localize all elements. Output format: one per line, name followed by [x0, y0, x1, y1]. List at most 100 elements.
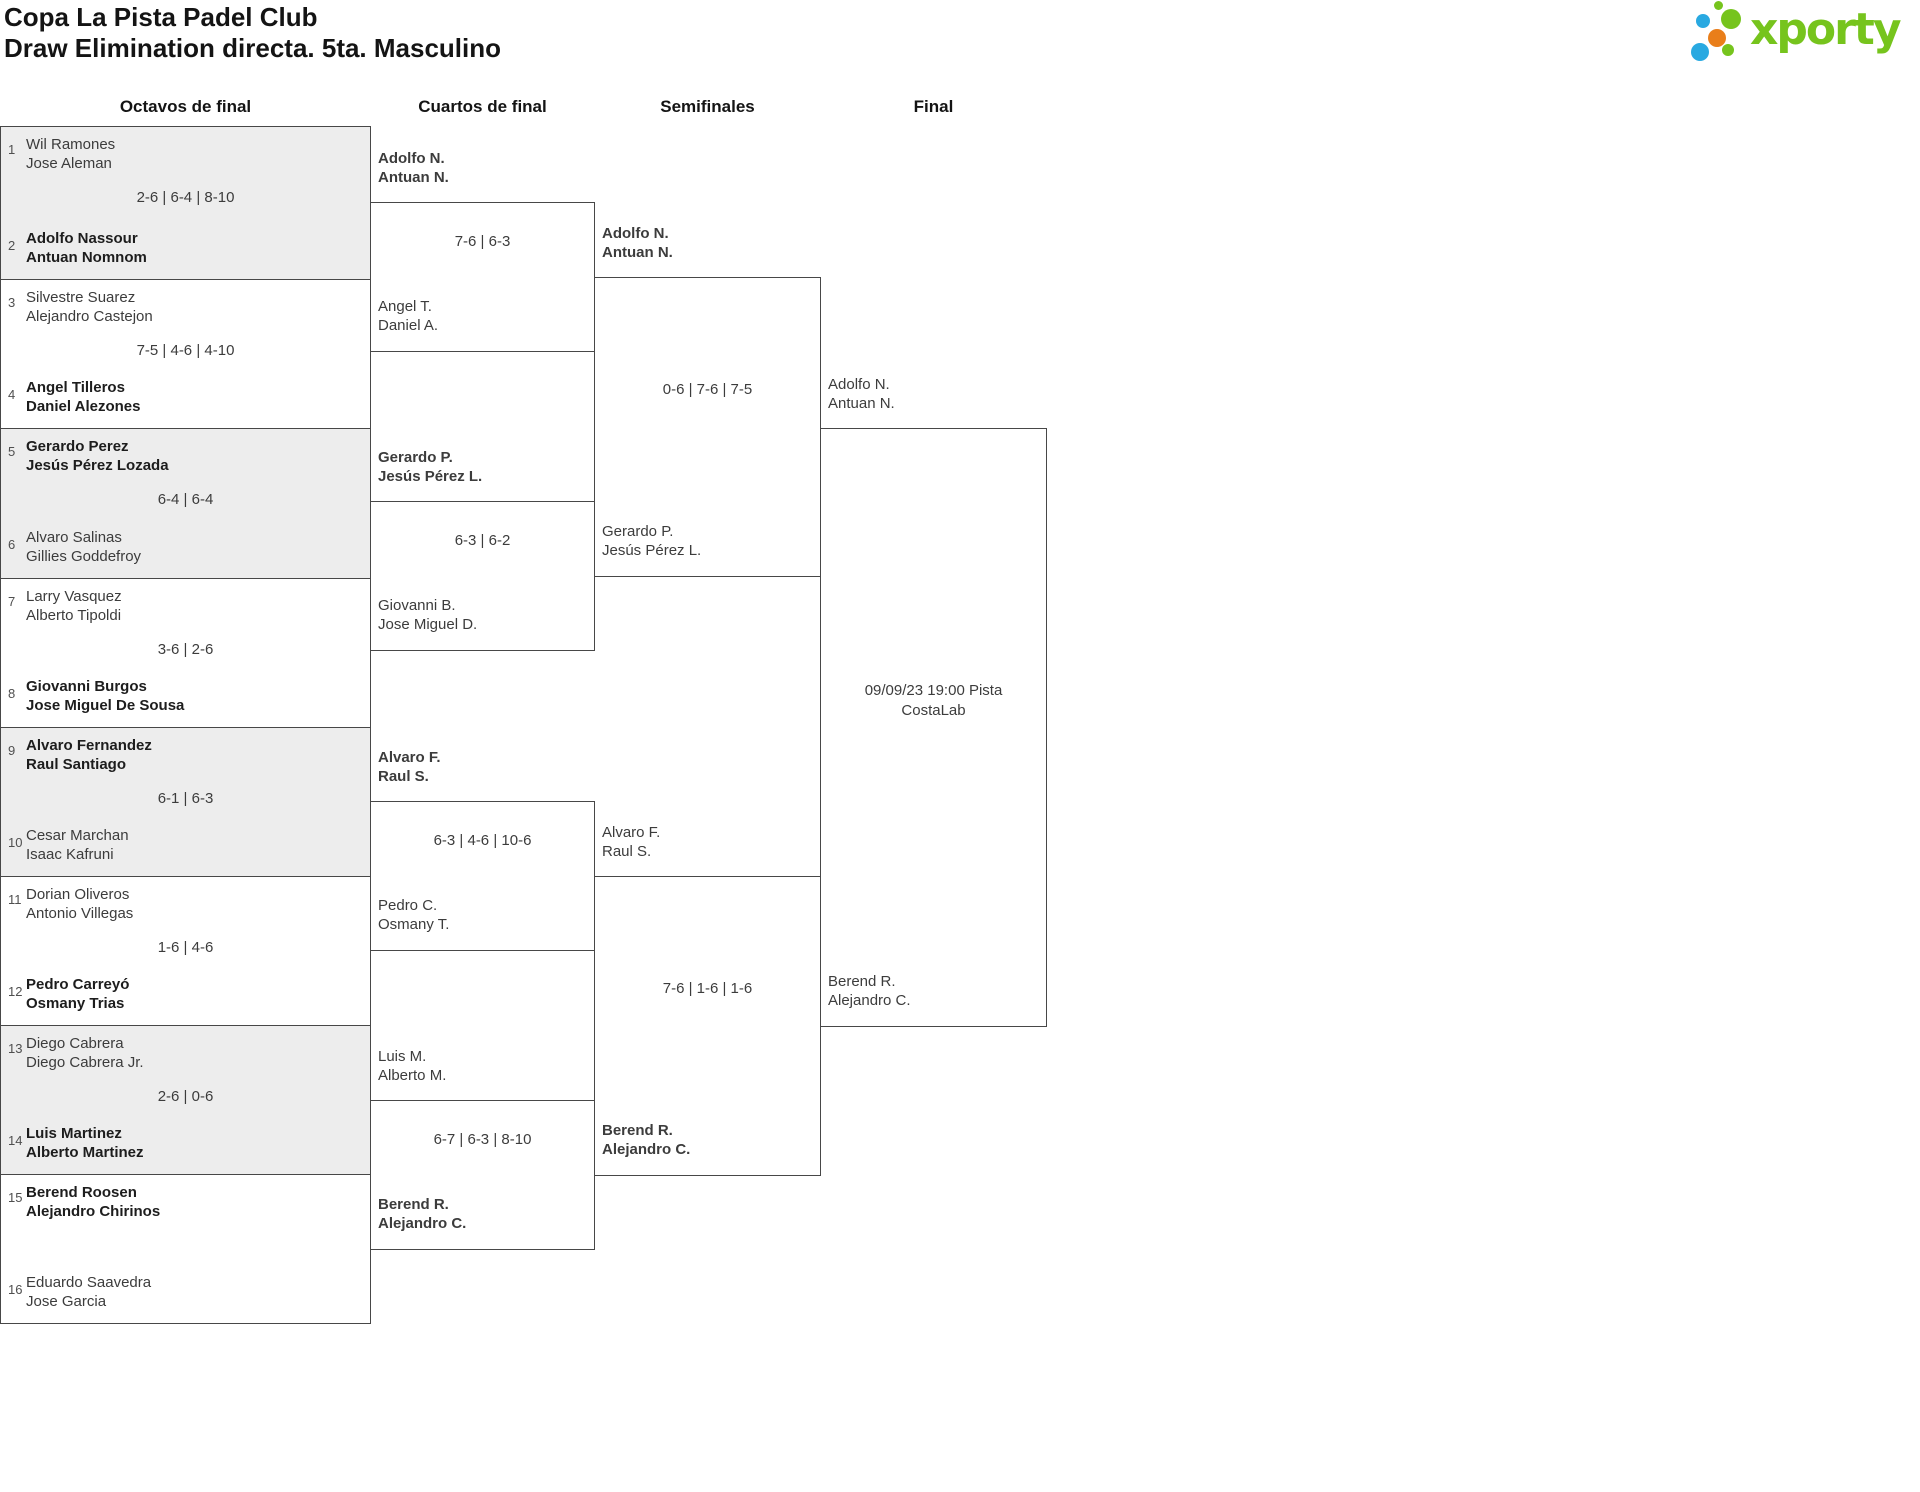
player-name: Gerardo Perez	[26, 438, 129, 455]
team-pair: Pedro Carreyó Osmany Trias	[26, 975, 129, 1013]
player-name: Antonio Villegas	[26, 905, 134, 922]
octavos-match-3: 5 Gerardo Perez Jesús Pérez Lozada 6-4 |…	[0, 428, 371, 579]
seed-number: 5	[8, 444, 16, 459]
match-score: 0-6 | 7-6 | 7-5	[662, 381, 753, 398]
player-name: Luis Martinez	[26, 1125, 122, 1142]
match-score: 7-5 | 4-6 | 4-10	[136, 342, 235, 359]
match-score: 6-3 | 4-6 | 10-6	[433, 832, 532, 849]
player-name: Alejandro C.	[828, 992, 911, 1009]
player-name: Raul Santiago	[26, 756, 127, 773]
logo-dot-orange	[1708, 29, 1726, 47]
semifinal-match-2: Alvaro F. Raul S. 7-6 | 1-6 | 1-6 Berend…	[594, 824, 821, 1176]
player-name: Berend Roosen	[26, 1184, 137, 1201]
player-name: Alvaro F.	[602, 824, 661, 841]
player-name: Gerardo P.	[602, 523, 674, 540]
cuartos-match-4: Luis M. Alberto M. 6-7 | 6-3 | 8-10 Bere…	[370, 1048, 595, 1250]
octavos-match-7: 13 Diego Cabrera Diego Cabrera Jr. 2-6 |…	[0, 1025, 371, 1175]
logo-dot-green-small-top	[1714, 1, 1723, 10]
team-pair: Adolfo N. Antuan N.	[828, 375, 895, 413]
player-name: Alberto M.	[378, 1067, 447, 1084]
player-name: Giovanni Burgos	[26, 678, 147, 695]
player-name: Jesús Pérez L.	[602, 542, 702, 559]
team-pair: Berend R. Alejandro C.	[378, 1195, 466, 1233]
player-name: Gillies Goddefroy	[26, 548, 142, 565]
team-pair: Larry Vasquez Alberto Tipoldi	[26, 587, 122, 625]
player-name: Raul S.	[602, 843, 652, 860]
team-pair: Alvaro Fernandez Raul Santiago	[26, 736, 152, 774]
round-header-semifinales: Semifinales	[660, 97, 755, 116]
player-name: Alberto Tipoldi	[26, 607, 122, 624]
player-name: Alvaro Fernandez	[26, 737, 152, 754]
round-header-final: Final	[913, 97, 954, 116]
team-pair: Berend R. Alejandro C.	[602, 1121, 690, 1159]
player-name: Cesar Marchan	[26, 827, 129, 844]
player-name: Raul S.	[378, 768, 429, 785]
player-name: Adolfo N.	[378, 150, 445, 167]
player-name: Luis M.	[378, 1048, 427, 1065]
seed-number: 6	[8, 537, 16, 552]
logo-dot-blue-large	[1691, 43, 1709, 61]
player-name: Antuan Nomnom	[26, 249, 147, 266]
player-name: Adolfo Nassour	[26, 230, 138, 247]
match-score: 3-6 | 2-6	[157, 641, 214, 658]
round-header-cuartos: Cuartos de final	[418, 97, 547, 116]
xporty-logo[interactable]: xporty	[1686, 0, 1916, 70]
team-pair: Alvaro F. Raul S.	[602, 823, 660, 861]
team-pair: Alvaro F. Raul S.	[378, 748, 441, 786]
team-pair: Dorian Oliveros Antonio Villegas	[26, 885, 133, 923]
tournament-name: Copa La Pista Padel Club	[4, 2, 318, 32]
team-pair: Gerardo Perez Jesús Pérez Lozada	[26, 437, 169, 475]
player-name: Jose Aleman	[26, 155, 112, 172]
player-name: Diego Cabrera Jr.	[26, 1054, 144, 1071]
player-name: Wil Ramones	[26, 136, 116, 153]
team-pair: Luis M. Alberto M.	[378, 1047, 446, 1085]
player-name: Giovanni B.	[378, 597, 456, 614]
seed-number: 15	[8, 1190, 23, 1205]
team-pair: Eduardo Saavedra Jose Garcia	[26, 1273, 151, 1311]
player-name: Daniel Alezones	[26, 398, 141, 415]
seed-number: 2	[8, 238, 16, 253]
team-pair: Alvaro Salinas Gillies Goddefroy	[26, 528, 141, 566]
octavos-match-8: 15 Berend Roosen Alejandro Chirinos 16 E…	[0, 1174, 371, 1324]
match-score: 2-6 | 6-4 | 8-10	[136, 189, 235, 206]
player-name: Jose Miguel D.	[378, 616, 478, 633]
logo-dot-blue-small	[1696, 14, 1710, 28]
player-name: Angel Tilleros	[26, 379, 125, 396]
player-name: Osmany T.	[378, 916, 450, 933]
match-score: 6-3 | 6-2	[454, 532, 511, 549]
team-pair: Berend R. Alejandro C.	[828, 972, 911, 1010]
octavos-match-4: 7 Larry Vasquez Alberto Tipoldi 3-6 | 2-…	[0, 578, 371, 728]
player-name: Jose Garcia	[26, 1293, 107, 1310]
player-name: Alejandro Chirinos	[26, 1203, 161, 1220]
match-score: 6-4 | 6-4	[157, 491, 214, 508]
player-name: Alvaro Salinas	[26, 529, 122, 546]
team-pair: Adolfo Nassour Antuan Nomnom	[26, 229, 147, 267]
logo-brand-text: xporty	[1750, 4, 1902, 55]
team-pair: Giovanni Burgos Jose Miguel De Sousa	[26, 677, 184, 715]
team-pair: Diego Cabrera Diego Cabrera Jr.	[26, 1034, 144, 1072]
player-name: Alejandro C.	[602, 1141, 691, 1158]
player-name: Pedro Carreyó	[26, 976, 130, 993]
player-name: Adolfo N.	[602, 225, 669, 242]
seed-number: 9	[8, 743, 16, 758]
team-pair: Berend Roosen Alejandro Chirinos	[26, 1183, 160, 1221]
player-name: Alejandro Castejon	[26, 308, 153, 325]
player-name: Jesús Pérez Lozada	[26, 457, 169, 474]
seed-number: 12	[8, 984, 23, 999]
match-score: 7-6 | 1-6 | 1-6	[662, 980, 753, 997]
player-name: Berend R.	[828, 973, 896, 990]
cuartos-match-3: Alvaro F. Raul S. 6-3 | 4-6 | 10-6 Pedro…	[370, 749, 595, 951]
seed-number: 8	[8, 686, 16, 701]
round-header-octavos: Octavos de final	[119, 97, 252, 116]
team-pair: Adolfo N. Antuan N.	[378, 149, 449, 187]
team-pair: Gerardo P. Jesús Pérez L.	[378, 448, 482, 486]
seed-number: 3	[8, 295, 16, 310]
team-pair: Silvestre Suarez Alejandro Castejon	[26, 288, 153, 326]
player-name: Osmany Trias	[26, 995, 125, 1012]
match-score: 6-1 | 6-3	[157, 790, 214, 807]
octavos-match-1: 1 Wil Ramones Jose Aleman 2-6 | 6-4 | 8-…	[0, 126, 371, 280]
seed-number: 7	[8, 594, 16, 609]
final-match: Adolfo N. Antuan N. 09/09/23 19:00 Pista…	[820, 376, 1047, 1027]
player-name: Angel T.	[378, 298, 432, 315]
